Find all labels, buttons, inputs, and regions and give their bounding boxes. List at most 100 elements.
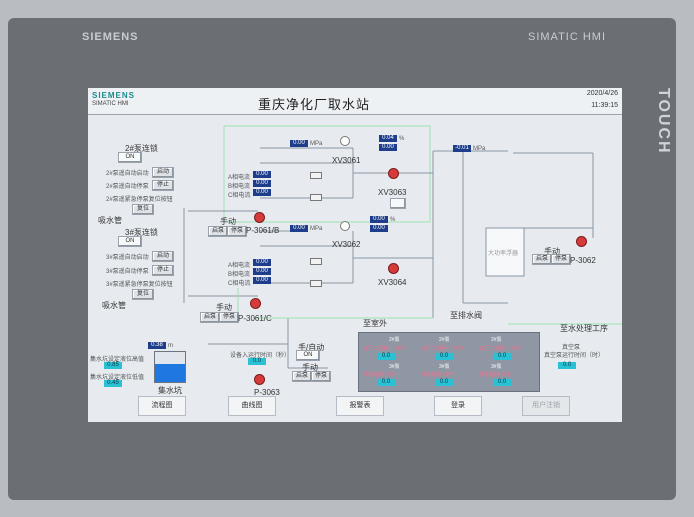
pump-c-stop-button[interactable]: 停泵	[219, 312, 239, 323]
p2-auto-start-label: 2#泵遥自动启动	[106, 171, 149, 177]
pump-3063-manual: 手动	[302, 363, 318, 372]
p2-stop-button[interactable]: 停止	[152, 180, 174, 191]
basin-level-value: 0.38	[148, 342, 166, 349]
pump-3063-start-button[interactable]: 启泵	[292, 371, 312, 382]
nav-logout-button[interactable]: 用户注销	[522, 396, 570, 416]
nav-alarm-button[interactable]: 报警表	[336, 396, 384, 416]
high-level-label: 集水坑设定液位高值	[90, 357, 145, 363]
p3-stop-button[interactable]: 停止	[152, 265, 174, 276]
p3-start-button[interactable]: 启动	[152, 251, 174, 262]
runtime-label: 设备入运行时间（秒）	[230, 353, 291, 359]
panel-header-2: 2#泵	[439, 337, 450, 343]
xv3061-close: 0.00	[379, 144, 397, 151]
pump-c-pressure: 0.00	[290, 225, 308, 232]
vacuum-runtime-label: 真空泵运行时间（时）	[544, 353, 605, 359]
nav-flowchart-button[interactable]: 流程图	[138, 396, 186, 416]
right-pressure: -0.01	[453, 145, 471, 152]
p2-interlock-toggle[interactable]: ON	[118, 152, 142, 163]
valve-xv3064-label: XV3064	[378, 278, 407, 287]
nav-trend-button[interactable]: 曲线图	[228, 396, 276, 416]
pump-3063-auto-label: 手/自动	[298, 343, 325, 352]
panel-row2-value-1: 0.0	[377, 379, 395, 386]
panel-row1-label-2: 运行工况累计（时）	[421, 346, 467, 352]
to-drain-label: 至排水阀	[450, 311, 482, 320]
nav-login-button[interactable]: 登录	[434, 396, 482, 416]
panel-header2-3: 3#泵	[491, 364, 502, 370]
pump-3063-stop-button[interactable]: 停泵	[311, 371, 331, 382]
xv3062-open: 0.00	[370, 216, 388, 223]
hmi-screen: SIEMENS SIMATIC HMI 重庆净化厂取水站 2020/4/26 1…	[88, 88, 622, 422]
valve-icon	[310, 172, 322, 179]
pump-c-icon[interactable]	[250, 298, 261, 309]
date-display: 2020/4/26	[586, 90, 618, 97]
panel-header2-1: 3#泵	[389, 364, 400, 370]
c-current-c: 0.00	[253, 277, 271, 284]
pump-b-pressure-unit: MPa	[310, 141, 323, 147]
valve-xv3061-label: XV3061	[332, 156, 361, 165]
p3-interlock-toggle[interactable]: ON	[118, 236, 142, 247]
panel-row1-label: 运行工况累计（时）	[363, 346, 409, 352]
right-pressure-unit: MPa	[473, 146, 486, 152]
xv3063-button[interactable]	[390, 198, 406, 209]
pipe-label-2: 吸水管	[102, 301, 126, 310]
p2-reset-button[interactable]: 复位	[132, 204, 154, 215]
pump-3063-auto-toggle[interactable]: ON	[296, 350, 320, 361]
panel-row2-label-3: 停泵时间（时）	[479, 372, 515, 378]
c-current-a: 0.00	[253, 259, 271, 266]
pump-3063-name: P-3063	[254, 388, 280, 397]
pump-b-start-button[interactable]: 启泵	[208, 226, 228, 237]
vacuum-runtime-value: 0.0	[558, 362, 576, 369]
pressure-gauge-icon	[340, 221, 350, 231]
p3-auto-start-label: 3#泵遥自动启动	[106, 255, 149, 261]
pump-b-name: P-3061/B	[246, 226, 280, 235]
p3-reset-button[interactable]: 复位	[132, 289, 154, 300]
xv3062-unit: %	[390, 217, 396, 223]
pump-3062-mode: 手动	[544, 247, 560, 256]
panel-row1-value-2: 0.0	[435, 353, 453, 360]
runtime-value: 0.0	[248, 358, 266, 365]
c-current-c-label: C相电流	[228, 281, 251, 287]
xv3064-valve-icon[interactable]	[388, 263, 399, 274]
to-treatment-label: 至水处理工序	[560, 324, 608, 333]
b-current-a: 0.00	[253, 171, 271, 178]
tank-label: 大功率浮器	[488, 251, 519, 257]
panel-header2-2: 3#泵	[439, 364, 450, 370]
pipe-label-1: 吸水管	[98, 216, 122, 225]
page-title: 重庆净化厂取水站	[258, 98, 371, 113]
panel-row2-label: 停泵时间（时）	[363, 372, 399, 378]
pump-c-pressure-unit: MPa	[310, 226, 323, 232]
p2-auto-stop-label: 2#泵遥自动停泵	[106, 184, 149, 190]
p3-reset-label: 3#泵遥紧急停泵复位按钮	[106, 282, 173, 288]
p2-start-button[interactable]: 启动	[152, 167, 174, 178]
touch-label: TOUCH	[655, 88, 672, 155]
device-model: SIMATIC HMI	[528, 31, 607, 43]
pump-c-start-button[interactable]: 启泵	[200, 312, 220, 323]
xv3061-open: 0.04	[379, 135, 397, 142]
panel-header-3: 2#泵	[491, 337, 502, 343]
pump-b-icon[interactable]	[254, 212, 265, 223]
time-display: 11:39:15	[591, 102, 618, 109]
piping-diagram	[183, 125, 622, 369]
panel-row2-label-2: 停泵时间（时）	[421, 372, 457, 378]
xv3063-valve-icon[interactable]	[388, 168, 399, 179]
valve-icon	[310, 194, 322, 201]
to-outdoor-label: 至室外	[363, 319, 387, 328]
pump-3062-stop-button[interactable]: 停泵	[551, 254, 571, 265]
pump-b-pressure: 0.00	[290, 140, 308, 147]
pump-3063-icon[interactable]	[254, 374, 265, 385]
pressure-gauge-icon	[340, 136, 350, 146]
low-level-label: 集水坑设定液位低值	[90, 375, 145, 381]
b-current-c: 0.00	[253, 189, 271, 196]
pump-3062-start-button[interactable]: 启泵	[532, 254, 552, 265]
valve-xv3062-label: XV3062	[332, 240, 361, 249]
pump-c-name: P-3061/C	[238, 314, 272, 323]
basin-level-unit: m	[168, 343, 173, 349]
pump-3062-icon[interactable]	[576, 236, 587, 247]
pump-b-stop-button[interactable]: 停泵	[227, 226, 247, 237]
device-brand: SIEMENS	[82, 31, 139, 43]
basin-water-fill	[155, 364, 185, 382]
c-current-b-label: B相电流	[228, 272, 251, 278]
panel-row1-label-3: 运行工况累计（时）	[479, 346, 525, 352]
p2-interlock-label: 2#泵连锁	[125, 144, 158, 153]
panel-row2-value-3: 0.0	[493, 379, 511, 386]
